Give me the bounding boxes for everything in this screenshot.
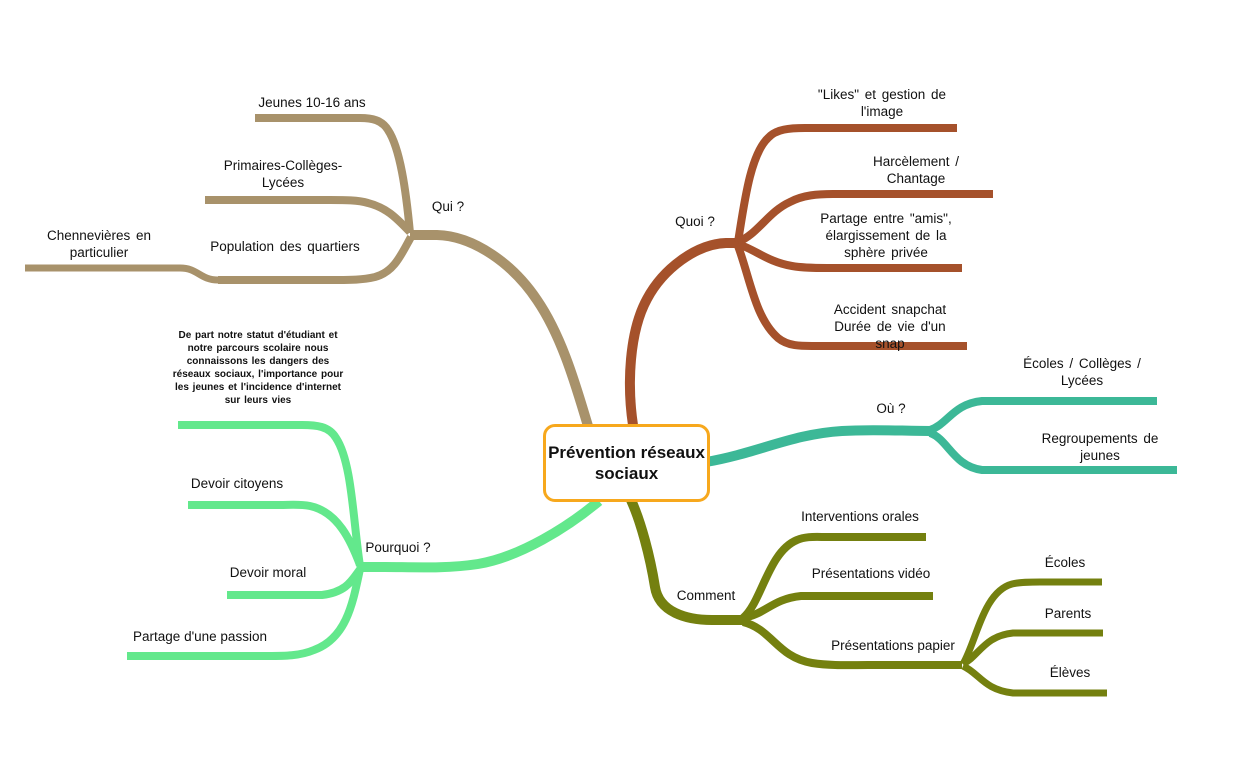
- edge-qui-trunk: [410, 230, 593, 428]
- edge-papier-ecoles: [959, 578, 1102, 666]
- node-label-population[interactable]: Population des quartiers: [210, 239, 360, 254]
- edge-qui-primaires: [205, 196, 413, 235]
- edge-pourquoi-passion: [127, 568, 364, 660]
- edge-qui-population: [218, 235, 415, 284]
- node-label-harcelement[interactable]: Harcèlement / Chantage: [872, 154, 960, 186]
- edge-quoi-trunk: [624, 238, 740, 426]
- edge-quoi-likes: [734, 124, 957, 243]
- node-label-pourquoi[interactable]: Pourquoi ?: [365, 540, 431, 555]
- node-label-papier-parents[interactable]: Parents: [1044, 606, 1092, 621]
- center-node[interactable]: Prévention réseaux sociaux: [543, 424, 710, 502]
- node-label-likes[interactable]: "Likes" et gestion de l'image: [817, 87, 947, 119]
- edge-quoi-harcelement: [736, 190, 993, 246]
- edge-papier-eleves: [961, 662, 1107, 697]
- edge-comment-papier: [741, 618, 962, 670]
- node-label-jeunes[interactable]: Jeunes 10-16 ans: [258, 95, 366, 110]
- center-node-title: Prévention réseaux sociaux: [548, 443, 705, 483]
- node-label-ou[interactable]: Où ?: [876, 401, 906, 416]
- node-label-video[interactable]: Présentations vidéo: [811, 566, 931, 581]
- node-label-moral[interactable]: Devoir moral: [229, 565, 307, 580]
- node-label-papier-ecoles[interactable]: Écoles: [1044, 555, 1086, 570]
- node-label-papier[interactable]: Présentations papier: [831, 638, 955, 653]
- edge-comment-interventions: [740, 532, 926, 622]
- node-label-citoyens[interactable]: Devoir citoyens: [190, 476, 284, 491]
- edge-comment-video: [742, 592, 933, 622]
- edge-quoi-accident: [734, 244, 967, 351]
- node-label-papier-eleves[interactable]: Élèves: [1049, 665, 1091, 680]
- edge-ou-regroupements: [928, 429, 1177, 474]
- node-label-chennevieres[interactable]: Chennevières en particulier: [46, 228, 152, 260]
- node-label-statement[interactable]: De part notre statut d'étudiant et notre…: [172, 330, 344, 406]
- edge-papier-parents: [961, 629, 1103, 668]
- node-label-quoi[interactable]: Quoi ?: [675, 214, 715, 229]
- edge-population-chennevieres: [25, 264, 219, 284]
- edge-comment-trunk: [626, 497, 744, 625]
- node-label-qui[interactable]: Qui ?: [431, 199, 465, 214]
- edge-qui-jeunes: [255, 114, 414, 234]
- edge-pourquoi-trunk: [358, 497, 603, 573]
- edge-quoi-partage-amis: [736, 240, 962, 272]
- node-label-regroupements[interactable]: Regroupements de jeunes: [1041, 431, 1159, 463]
- edge-pourquoi-citoyens: [188, 500, 364, 567]
- edge-ou-ecoles: [928, 397, 1157, 434]
- node-label-passion[interactable]: Partage d'une passion: [133, 629, 267, 644]
- node-label-accident[interactable]: Accident snapchat Durée de vie d'un snap: [833, 302, 947, 351]
- edge-ou-trunk: [705, 425, 933, 467]
- node-label-partage-amis[interactable]: Partage entre "amis", élargissement de l…: [820, 211, 952, 260]
- node-label-primaires[interactable]: Primaires-Collèges-Lycées: [223, 158, 343, 190]
- node-label-ou-ecoles[interactable]: Écoles / Collèges / Lycées: [1023, 356, 1141, 388]
- node-label-comment[interactable]: Comment: [676, 588, 736, 603]
- node-label-interventions[interactable]: Interventions orales: [801, 509, 919, 524]
- edge-pourquoi-statement: [178, 421, 364, 567]
